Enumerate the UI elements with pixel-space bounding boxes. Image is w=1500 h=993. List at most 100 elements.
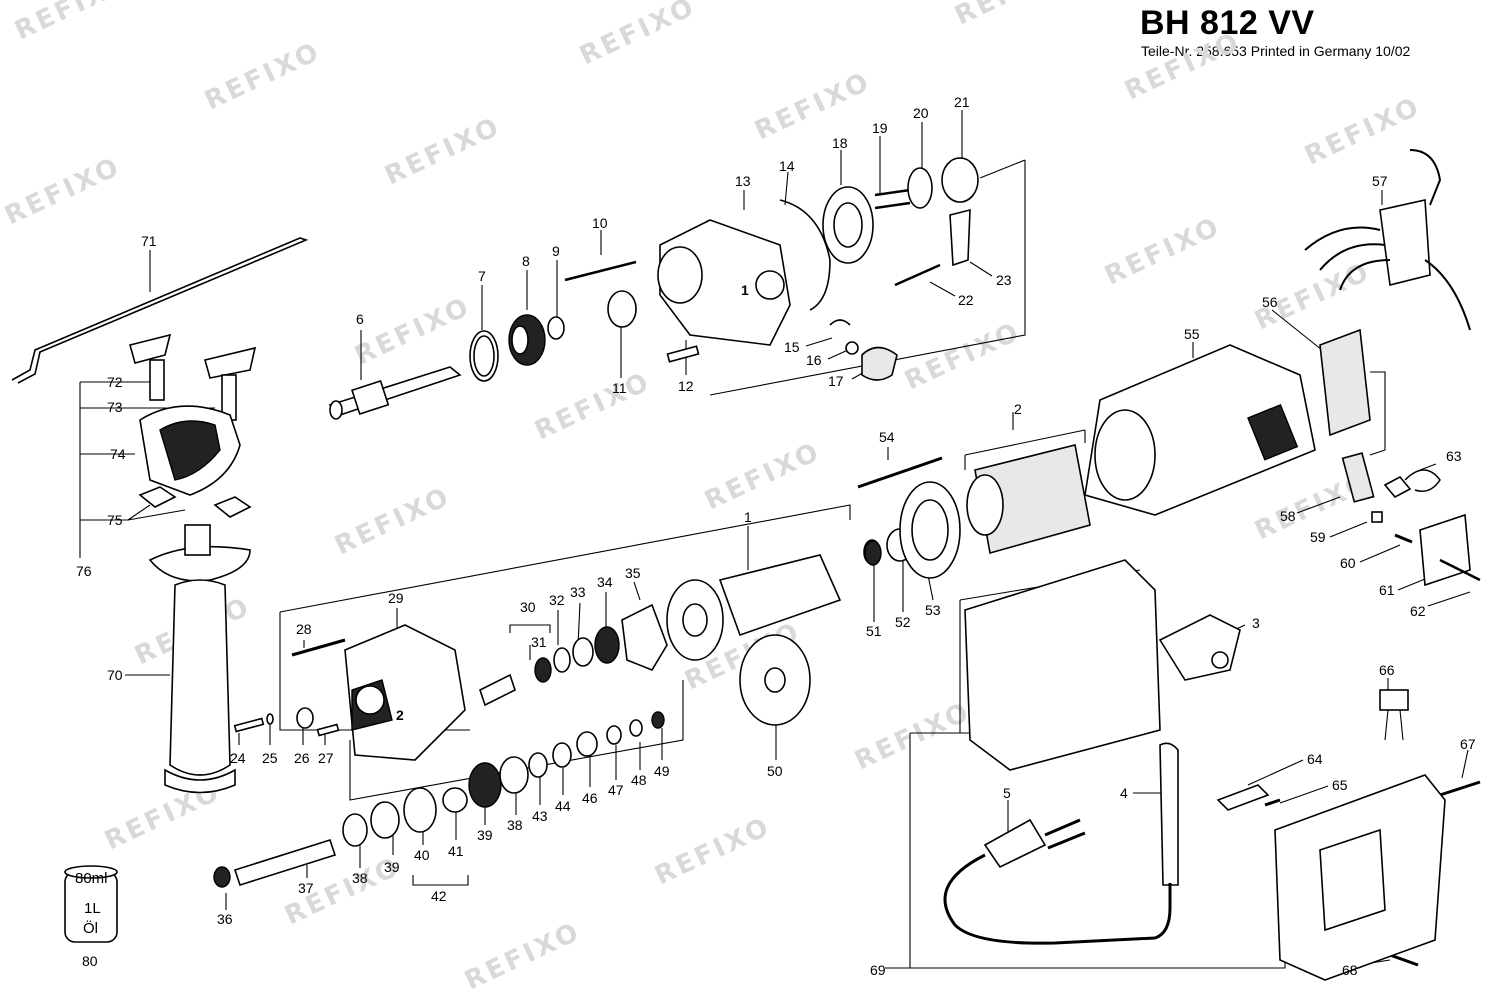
callout-number: 43 (532, 808, 548, 824)
inline-mark: 2 (396, 707, 404, 723)
callout-number: 48 (631, 772, 647, 788)
callout-number: 57 (1372, 173, 1388, 189)
callout-number: 60 (1340, 555, 1356, 571)
callout-number: 18 (832, 135, 848, 151)
callout-number: 58 (1280, 508, 1296, 524)
watermark: REFIXO (650, 812, 775, 892)
callout-number: 51 (866, 623, 882, 639)
watermark: REFIXO (700, 437, 825, 517)
clutch-part (907, 167, 933, 209)
callout-number: 31 (531, 634, 547, 650)
oil-can-label: 80ml 1L Öl (75, 870, 108, 937)
watermark-layer: REFIXO REFIXO REFIXO REFIXO REFIXO REFIX… (0, 0, 1425, 993)
wing-bolt-part (204, 346, 257, 379)
callout-number: 54 (879, 429, 895, 445)
handle-housing-part (964, 559, 1161, 771)
trigger-switch-part (1158, 614, 1241, 681)
gasket-part (779, 199, 831, 311)
callout-number: 64 (1307, 751, 1323, 767)
wing-bolt-part (129, 333, 172, 364)
motor-flange-part (344, 624, 466, 761)
rod-part (11, 237, 309, 384)
callout-number: 7 (478, 268, 486, 284)
watermark: REFIXO (350, 292, 475, 372)
callout-number: 52 (895, 614, 911, 630)
watermark: REFIXO (1300, 92, 1425, 172)
callout-number: 63 (1446, 448, 1462, 464)
oil-can-label-oel: Öl (83, 919, 98, 937)
callout-number: 71 (141, 233, 157, 249)
watermark: REFIXO (530, 367, 655, 447)
callout-number: 19 (872, 120, 888, 136)
power-cord (943, 853, 1172, 945)
callout-number: 4 (1120, 785, 1128, 801)
callout-number: 16 (806, 352, 822, 368)
callout-number: 25 (262, 750, 278, 766)
watermark: REFIXO (0, 152, 125, 232)
callout-number: 44 (555, 798, 571, 814)
page-title: BH 812 VV (1140, 4, 1315, 42)
callout-number: 24 (230, 750, 246, 766)
gasket-part (1319, 328, 1371, 437)
callout-number: 17 (828, 373, 844, 389)
callout-number: 22 (958, 292, 974, 308)
cover-plate-part (1419, 513, 1471, 587)
bearing-part (864, 540, 882, 566)
callout-number: 36 (217, 911, 233, 927)
ring-part (547, 316, 565, 340)
callout-number: 35 (625, 565, 641, 581)
callout-number: 39 (477, 827, 493, 843)
callout-number: 33 (570, 584, 586, 600)
lever-part (949, 208, 971, 267)
gear-part (941, 157, 979, 203)
callout-number: 69 (870, 962, 886, 978)
cable-sleeve-part (1159, 742, 1179, 886)
callout-number: 68 (1342, 962, 1358, 978)
callout-number: 73 (107, 399, 123, 415)
gear-part (403, 787, 437, 833)
watermark: REFIXO (850, 697, 975, 777)
callout-number: 3 (1252, 615, 1260, 631)
intermediate-shaft-part (233, 839, 337, 886)
callout-number: 38 (507, 817, 523, 833)
callout-number: 21 (954, 94, 970, 110)
watermark: REFIXO (750, 67, 875, 147)
gear-part (468, 762, 502, 808)
callout-number: 6 (356, 311, 364, 327)
callout-number: 9 (552, 243, 560, 259)
watermark: REFIXO (460, 917, 585, 993)
electronic-module-part (1379, 199, 1431, 286)
callout-number: 8 (522, 253, 530, 269)
callout-labels: 71 72 73 74 75 76 70 80 6 7 8 9 10 11 12… (76, 94, 1476, 978)
watermark: REFIXO (10, 0, 135, 46)
callout-number: 53 (925, 602, 941, 618)
parts (11, 149, 1481, 981)
plug-part (983, 818, 1047, 869)
callout-number: 59 (1310, 529, 1326, 545)
leader-lines (125, 110, 1471, 969)
callout-number: 34 (597, 574, 613, 590)
callout-number: 39 (384, 859, 400, 875)
callout-number: 56 (1262, 294, 1278, 310)
callout-number: 40 (414, 847, 430, 863)
callout-number: 37 (298, 880, 314, 896)
callout-number: 50 (767, 763, 783, 779)
callout-number: 75 (107, 512, 123, 528)
callout-number: 49 (654, 763, 670, 779)
callout-number: 27 (318, 750, 334, 766)
callout-number: 28 (296, 621, 312, 637)
watermark: REFIXO (200, 37, 325, 117)
callout-number: 61 (1379, 582, 1395, 598)
watermark: REFIXO (900, 317, 1025, 397)
callout-number: 5 (1003, 785, 1011, 801)
callout-number: 76 (76, 563, 92, 579)
capacitor-part (1379, 689, 1409, 711)
watermark: REFIXO (1120, 27, 1245, 107)
selector-knob-part (861, 346, 898, 381)
callout-number: 1 (744, 509, 752, 525)
callout-number: 20 (913, 105, 929, 121)
callout-number: 65 (1332, 777, 1348, 793)
callout-number: 10 (592, 215, 608, 231)
callout-number: 32 (549, 592, 565, 608)
armature-part (718, 554, 842, 637)
